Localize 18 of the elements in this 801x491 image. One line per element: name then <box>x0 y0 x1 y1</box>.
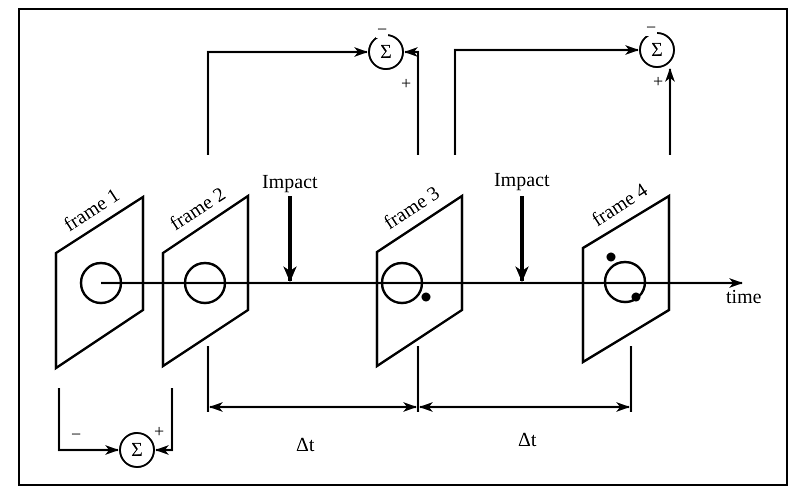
frame-label: frame 1 <box>60 184 124 236</box>
frame-label: frame 4 <box>588 180 652 230</box>
summing-junction: Σ <box>368 34 404 70</box>
frame-label: frame 3 <box>380 182 444 234</box>
frame-label: frame 2 <box>166 184 230 234</box>
summing-junction: Σ <box>639 32 675 68</box>
arrow <box>454 45 639 155</box>
dimension-label: Δt <box>296 435 314 455</box>
arrow <box>206 47 368 155</box>
dimension-label: Δt <box>518 430 536 450</box>
impact-label: Impact <box>262 172 318 192</box>
arrow <box>155 388 174 455</box>
summing-junction: Σ <box>119 432 155 468</box>
arrow <box>665 68 675 155</box>
arrow <box>404 47 420 155</box>
impact-label: Impact <box>494 170 550 190</box>
arrow <box>58 388 119 455</box>
axis-label: time <box>726 287 762 307</box>
